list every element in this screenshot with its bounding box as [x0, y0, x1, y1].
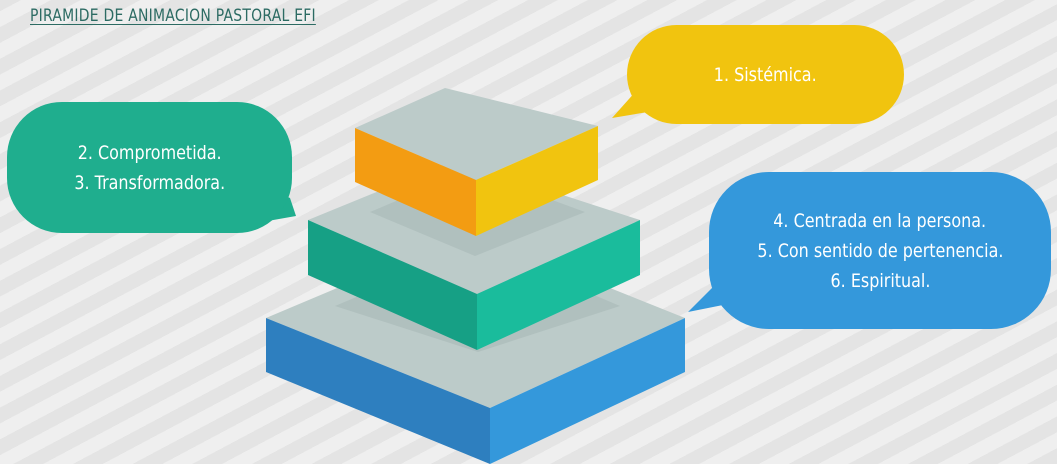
top-level-top-face: [355, 88, 598, 180]
pyramid-level-top: [355, 88, 598, 236]
speech-bubble-persona: 4. Centrada en la persona. 5. Con sentid…: [709, 172, 1051, 329]
bubble-2-line-2: 3. Transformadora.: [74, 171, 225, 194]
speech-bubble-sistemica: 1. Sistémica.: [627, 25, 904, 124]
bubble-3-line-2: 5. Con sentido de pertenencia.: [756, 239, 1004, 262]
page-title: PIRAMIDE DE ANIMACION PASTORAL EFI: [30, 6, 316, 26]
bubble-1-line-1: 1. Sistémica.: [714, 63, 817, 86]
middle-level-left-face: [308, 220, 477, 350]
top-level-left-face: [355, 128, 476, 236]
bubble-3-line-3: 6. Espiritual.: [830, 269, 930, 292]
bottom-level-right-face: [490, 318, 685, 464]
middle-level-right-face: [477, 220, 640, 350]
bubble-3-line-1: 4. Centrada en la persona.: [773, 209, 987, 232]
speech-bubble-comprometida: 2. Comprometida. 3. Transformadora.: [7, 102, 292, 233]
bubble-2-line-1: 2. Comprometida.: [77, 141, 222, 164]
bottom-level-left-face: [266, 318, 490, 464]
top-level-right-face: [476, 126, 598, 236]
